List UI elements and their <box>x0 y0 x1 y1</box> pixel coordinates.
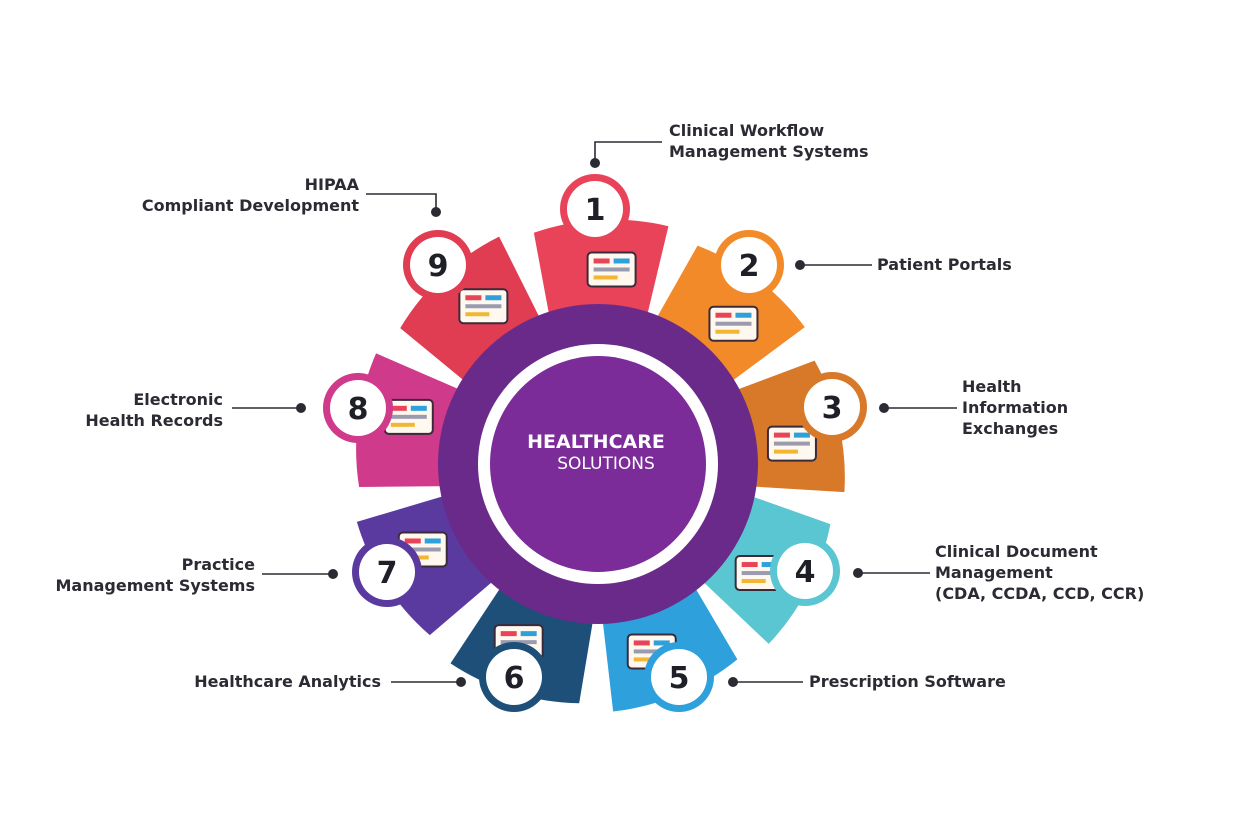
badge-number-7: 7 <box>377 556 398 591</box>
badge-number-8: 8 <box>348 392 369 427</box>
patient-portal-icon <box>708 305 759 342</box>
number-badge-2: 2 <box>714 230 784 300</box>
badge-number-9: 9 <box>428 249 449 284</box>
connector-5 <box>728 677 803 687</box>
doctor-records-icon <box>383 398 434 435</box>
label-connectors <box>232 141 957 687</box>
medical-star-icon <box>458 288 509 325</box>
connector-6 <box>391 677 466 687</box>
number-badge-3: 3 <box>797 372 867 442</box>
number-badge-7: 7 <box>352 537 422 607</box>
number-badge-1: 1 <box>560 174 630 244</box>
number-badge-5: 5 <box>644 642 714 712</box>
number-badge-8: 8 <box>323 373 393 443</box>
number-badges: 1 2 3 4 5 6 7 8 9 <box>323 174 867 712</box>
badge-number-4: 4 <box>795 555 816 590</box>
label-6: Healthcare Analytics <box>194 672 381 691</box>
center-title-line2: SOLUTIONS <box>557 454 655 474</box>
exchange-screen-icon <box>766 425 817 462</box>
number-badge-6: 6 <box>479 642 549 712</box>
workflow-screen-icon <box>586 251 637 288</box>
badge-number-2: 2 <box>739 249 760 284</box>
connector-8 <box>232 403 306 413</box>
badge-number-6: 6 <box>504 661 525 696</box>
center-title-line1: HEALTHCARE <box>527 431 665 453</box>
badge-number-3: 3 <box>822 391 843 426</box>
label-5: Prescription Software <box>809 672 1006 691</box>
number-badge-4: 4 <box>770 536 840 606</box>
connector-3 <box>879 403 957 413</box>
label-2: Patient Portals <box>877 255 1012 274</box>
connector-2 <box>795 260 872 270</box>
center-circle <box>490 356 706 572</box>
connector-7 <box>262 569 338 579</box>
connector-9 <box>366 193 441 217</box>
connector-1 <box>590 141 662 168</box>
connector-4 <box>853 568 930 578</box>
number-badge-9: 9 <box>403 230 473 300</box>
badge-number-1: 1 <box>585 193 606 228</box>
badge-number-5: 5 <box>669 661 690 696</box>
